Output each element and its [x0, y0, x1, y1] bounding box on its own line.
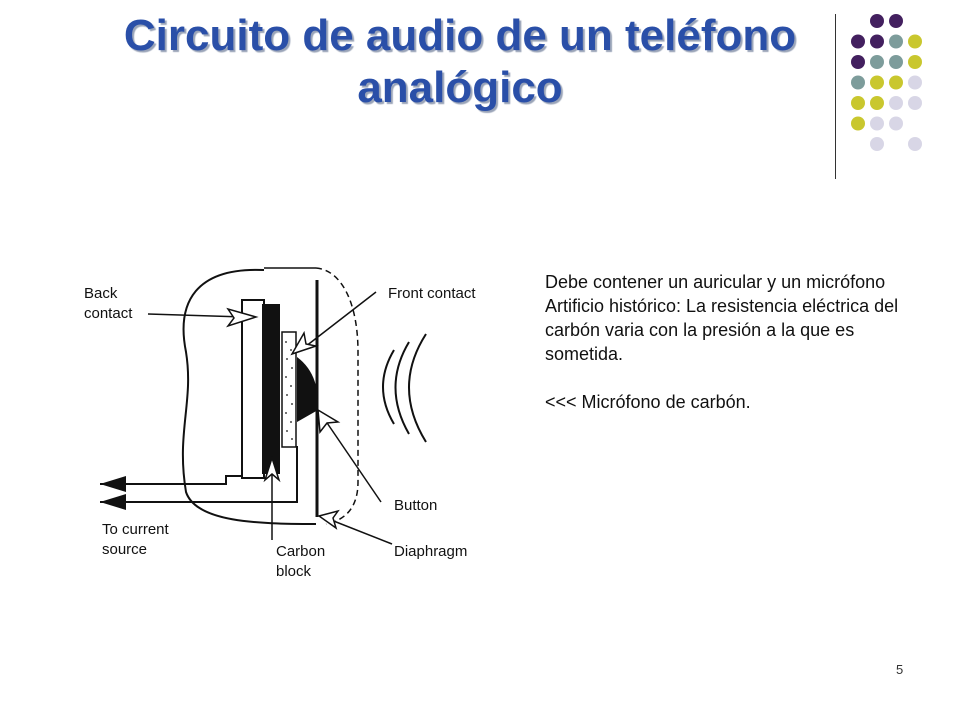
title-line-2: analógico — [357, 63, 563, 112]
decorative-dot — [870, 116, 884, 131]
wire-back — [100, 475, 242, 485]
back-contact-plate — [241, 299, 265, 479]
label-front-contact: Front contact — [388, 285, 476, 302]
decorative-divider — [835, 14, 836, 179]
label-to-current-1: To current — [102, 521, 170, 538]
note-spacer — [545, 366, 905, 390]
decorative-dot — [889, 55, 903, 69]
arrow-front-contact — [300, 291, 377, 351]
decorative-dot — [870, 14, 884, 28]
label-carbon-block-2: block — [276, 563, 312, 580]
decorative-dot — [851, 34, 865, 49]
housing-outline — [181, 268, 317, 525]
label-back-contact-2: contact — [84, 305, 133, 322]
sound-wave-2 — [394, 341, 410, 435]
label-carbon-block-1: Carbon — [276, 543, 325, 560]
title-line-1: Circuito de audio de un teléfono — [123, 11, 797, 60]
granule-dots — [285, 341, 293, 440]
decorative-dot — [851, 116, 865, 131]
wire-front — [100, 446, 298, 503]
decorative-dot — [889, 96, 903, 110]
decorative-dot — [870, 55, 884, 69]
carbon-granules — [281, 331, 297, 448]
decorative-dot — [908, 55, 922, 69]
arrow-back-contact — [147, 313, 245, 318]
wire-back-arrow — [100, 476, 126, 492]
decorative-dot — [870, 75, 884, 90]
wire-front-arrow — [100, 494, 126, 510]
note-line-1: Debe contener un auricular y un micrófon… — [545, 272, 886, 292]
decorative-dot — [851, 55, 865, 69]
decorative-dot — [889, 75, 903, 90]
decorative-dot — [908, 34, 922, 49]
decorative-dot — [851, 75, 865, 90]
sound-wave-3 — [408, 333, 427, 443]
decorative-dot — [908, 75, 922, 90]
label-button: Button — [394, 497, 437, 514]
decorative-dot — [870, 34, 884, 49]
arrow-diaphragm — [325, 517, 393, 545]
slide-title: Circuito de audio de un teléfono analógi… — [70, 10, 850, 114]
carbon-block — [262, 304, 280, 474]
decorative-dot — [889, 116, 903, 131]
carbon-microphone-diagram: Back contact Front contact Button Diaphr… — [84, 267, 476, 580]
button-bump — [297, 357, 319, 422]
decorative-dot — [889, 14, 903, 28]
arrow-button — [322, 416, 382, 503]
page-number: 5 — [896, 662, 904, 677]
slide-notes: Debe contener un auricular y un micrófon… — [545, 270, 905, 414]
label-to-current-2: source — [102, 541, 147, 558]
sound-wave-1 — [382, 349, 395, 425]
decorative-dot — [870, 137, 884, 151]
housing-dashed — [315, 267, 359, 525]
decorative-dot — [908, 96, 922, 110]
decorative-dot — [889, 34, 903, 49]
label-back-contact-1: Back — [84, 285, 118, 302]
decorative-dot — [851, 96, 865, 110]
note-line-3: <<< Micrófono de carbón. — [545, 392, 751, 412]
decorative-dot — [870, 96, 884, 110]
label-diaphragm: Diaphragm — [394, 543, 467, 560]
decorative-dot — [908, 137, 922, 151]
note-line-2: Artificio histórico: La resistencia eléc… — [545, 296, 899, 364]
